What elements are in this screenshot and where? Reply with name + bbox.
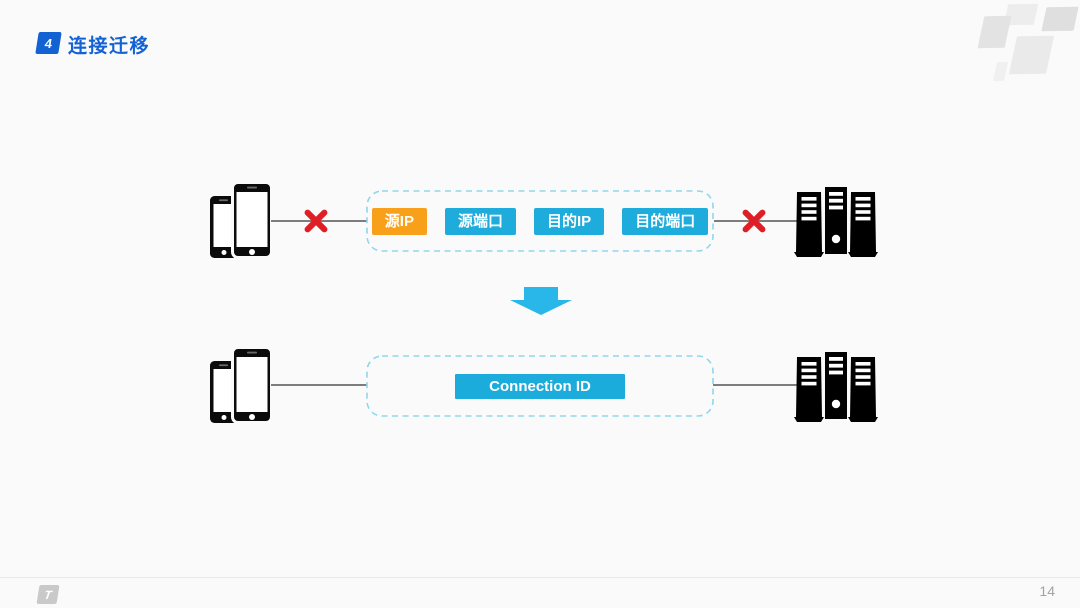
phone-icon	[209, 346, 273, 424]
cross-icon	[302, 207, 330, 235]
connector-line	[271, 384, 367, 386]
footer-divider	[0, 577, 1080, 578]
server-rack-icon	[793, 347, 879, 425]
field-dest-port: 目的端口	[622, 207, 709, 235]
cross-icon	[740, 207, 768, 235]
page-number: 14	[1039, 583, 1055, 599]
decor-square	[977, 15, 1012, 49]
server-rack-icon	[793, 182, 879, 260]
decor-square	[1041, 6, 1079, 32]
field-connection-id: Connection ID	[455, 373, 625, 399]
tuple-box-before: 源IP 源端口 目的IP 目的端口	[366, 190, 714, 252]
decor-square	[1008, 35, 1055, 75]
phone-icon	[209, 181, 273, 259]
field-source-ip: 源IP	[371, 207, 427, 235]
page-title: 连接迁移	[68, 36, 151, 57]
tuple-box-after: Connection ID	[366, 355, 714, 417]
field-dest-ip: 目的IP	[534, 207, 605, 235]
connector-line	[713, 384, 797, 386]
decor-square	[992, 61, 1009, 82]
field-source-port: 源端口	[444, 207, 516, 235]
section-number-badge: 4	[35, 32, 62, 54]
logo-icon: T	[36, 585, 60, 604]
down-arrow-icon	[500, 287, 582, 315]
